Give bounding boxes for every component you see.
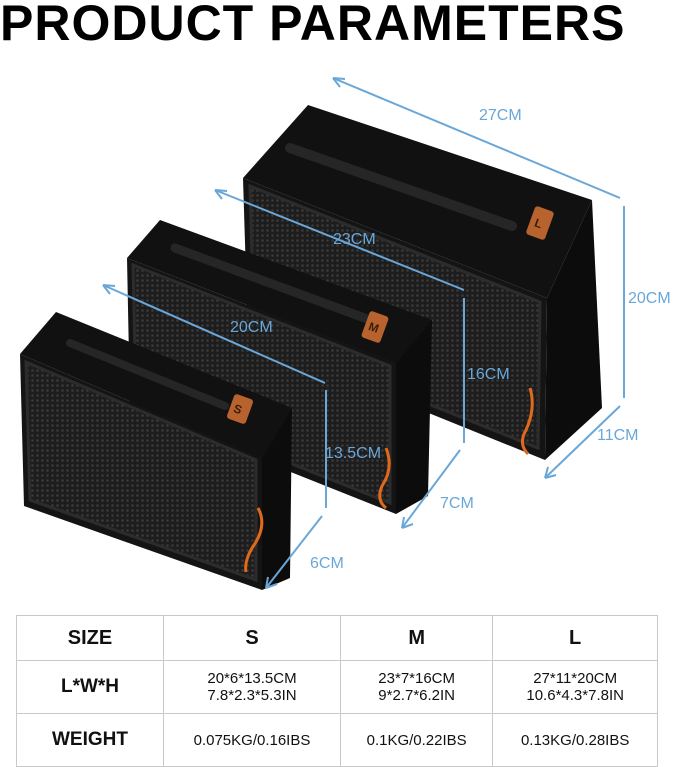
lwh-m-cm: 23*7*16CM	[378, 670, 456, 687]
zipper-pull-s	[244, 507, 264, 573]
small-packing-cube: S	[20, 312, 292, 590]
spec-table: SIZE S M L L*W*H 20*6*13.5CM 7.8*2.3*5.3…	[16, 615, 658, 767]
size-tag-m-text: M	[367, 319, 381, 336]
large-length-label: 27CM	[479, 107, 522, 124]
lwh-m-cell: 23*7*16CM 9*2.7*6.2IN	[339, 660, 494, 714]
lwh-l-cm: 27*11*20CM	[533, 670, 618, 687]
weight-label: WEIGHT	[16, 713, 164, 767]
page-title: PRODUCT PARAMETERS	[0, 0, 626, 51]
lwh-label: L*W*H	[16, 660, 164, 714]
lwh-m-in: 9*2.7*6.2IN	[378, 687, 456, 704]
lwh-s-in: 7.8*2.3*5.3IN	[207, 687, 297, 704]
zipper-pull-l	[521, 387, 534, 456]
table-row-weight: WEIGHT 0.075KG/0.16IBS 0.1KG/0.22IBS 0.1…	[16, 713, 658, 767]
large-height-label: 20CM	[628, 290, 671, 307]
zipper-pull-m	[378, 447, 391, 510]
small-width-label: 6CM	[310, 555, 344, 572]
size-tag-l	[526, 206, 554, 240]
size-l-header: L	[492, 615, 658, 661]
lwh-s-cell: 20*6*13.5CM 7.8*2.3*5.3IN	[163, 660, 341, 714]
product-illustration: L M S	[20, 77, 671, 590]
small-length-label: 20CM	[230, 319, 273, 336]
table-header-row: SIZE S M L	[16, 615, 658, 661]
size-tag-s	[227, 394, 253, 424]
medium-length-label: 23CM	[333, 231, 376, 248]
size-m-header: M	[339, 615, 494, 661]
weight-s: 0.075KG/0.16IBS	[163, 713, 341, 767]
small-height-label: 13.5CM	[325, 445, 381, 462]
medium-height-label: 16CM	[467, 366, 510, 383]
size-tag-m	[361, 311, 389, 343]
size-header: SIZE	[16, 615, 164, 661]
lwh-l-cell: 27*11*20CM 10.6*4.3*7.8IN	[492, 660, 658, 714]
weight-l: 0.13KG/0.28IBS	[492, 713, 658, 767]
table-row-lwh: L*W*H 20*6*13.5CM 7.8*2.3*5.3IN 23*7*16C…	[16, 660, 658, 714]
size-tag-l-text: L	[533, 216, 545, 232]
lwh-s-cm: 20*6*13.5CM	[207, 670, 297, 687]
medium-width-label: 7CM	[440, 495, 474, 512]
weight-m: 0.1KG/0.22IBS	[339, 713, 494, 767]
size-s-header: S	[163, 615, 341, 661]
dimension-lines	[102, 77, 625, 589]
large-width-label: 11CM	[597, 427, 639, 444]
lwh-l-in: 10.6*4.3*7.8IN	[526, 687, 624, 704]
